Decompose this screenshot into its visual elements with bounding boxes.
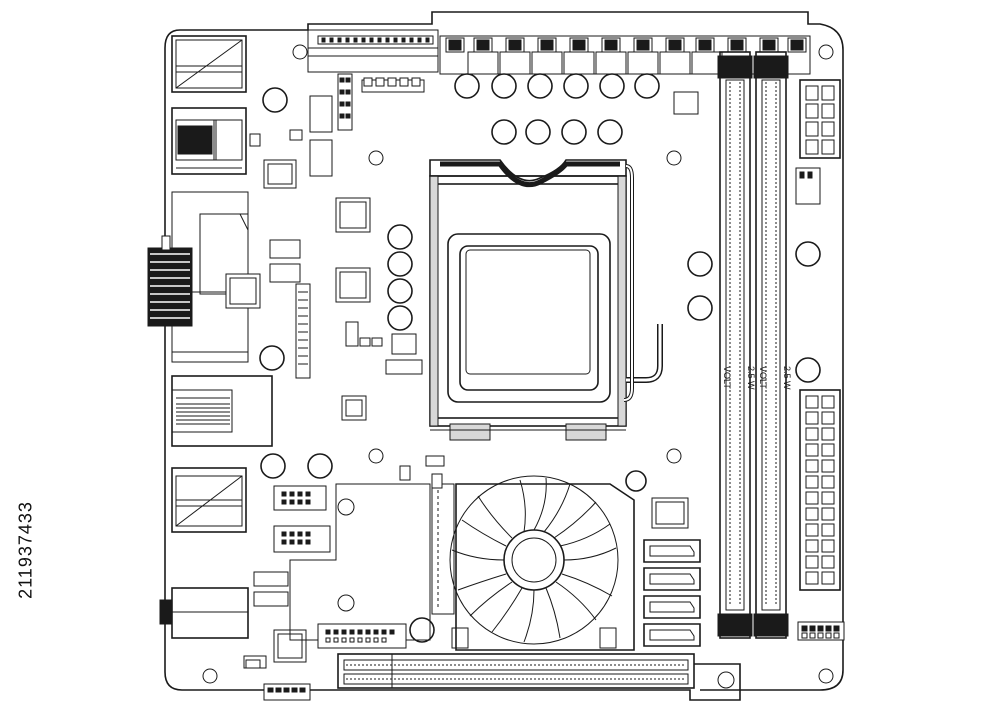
sata-port-2 xyxy=(643,567,701,591)
socket-lever xyxy=(623,164,663,402)
smd-parts xyxy=(245,77,445,669)
chipset-fan-heatsink xyxy=(449,475,635,651)
io-usb-stack-bottom xyxy=(171,467,247,533)
chip-3 xyxy=(335,267,371,303)
fan-header-right xyxy=(795,167,821,205)
capacitors-row-1 xyxy=(454,73,660,99)
atx-power-8pin xyxy=(799,79,841,159)
io-display-port xyxy=(171,107,247,175)
choke-2 xyxy=(473,37,493,53)
capacitors-row-2 xyxy=(491,119,623,145)
dimm-b-label-1: 2.5 W xyxy=(782,366,792,390)
chip-5 xyxy=(341,395,367,421)
dimm-a-label-2: VOLT xyxy=(722,366,732,389)
choke-9 xyxy=(695,37,715,53)
chip-2 xyxy=(335,197,371,233)
pcie-slot xyxy=(337,653,741,691)
front-panel-pins xyxy=(797,621,845,641)
mounting-holes xyxy=(202,44,834,684)
heatsink-vrm-side xyxy=(147,235,193,327)
choke-6 xyxy=(601,37,621,53)
io-usb-stack-top xyxy=(171,35,247,93)
capacitors-misc xyxy=(259,87,821,643)
sata-ports xyxy=(643,539,701,647)
top-header-strip xyxy=(307,29,439,73)
choke-10 xyxy=(727,37,747,53)
choke-5 xyxy=(569,37,589,53)
choke-1 xyxy=(445,37,465,53)
choke-11 xyxy=(759,37,779,53)
fan-blades xyxy=(451,477,617,643)
m2-area xyxy=(273,473,455,641)
cpu-socket xyxy=(429,159,663,441)
vrm-chokes-top xyxy=(439,35,811,75)
small-chips xyxy=(225,91,699,663)
chip-1 xyxy=(263,159,297,189)
atx-power-24pin xyxy=(799,389,841,591)
pcb-outline xyxy=(164,11,844,701)
dimm-a-label-1: 2.5 W xyxy=(746,366,756,390)
rear-io-panel xyxy=(147,35,273,639)
sata-port-1 xyxy=(643,539,701,563)
dimm-slot-b: 2.5 W VOLT xyxy=(753,51,792,639)
sata-port-4 xyxy=(643,623,701,647)
capacitors-left-column xyxy=(387,224,413,331)
chip-4 xyxy=(225,273,261,309)
sata-port-3 xyxy=(643,595,701,619)
choke-12 xyxy=(787,37,807,53)
dimm-b-label-2: VOLT xyxy=(758,366,768,389)
dimm-slot-a: 2.5 W VOLT xyxy=(717,51,756,639)
header-pins xyxy=(321,37,430,43)
choke-7 xyxy=(633,37,653,53)
vertical-header-strip xyxy=(295,283,311,379)
top-small-connectors xyxy=(289,73,425,177)
io-lan-port xyxy=(171,375,273,447)
choke-4 xyxy=(537,37,557,53)
choke-8 xyxy=(665,37,685,53)
chip-7 xyxy=(651,497,689,529)
choke-3 xyxy=(505,37,525,53)
io-audio-jack xyxy=(159,587,249,639)
